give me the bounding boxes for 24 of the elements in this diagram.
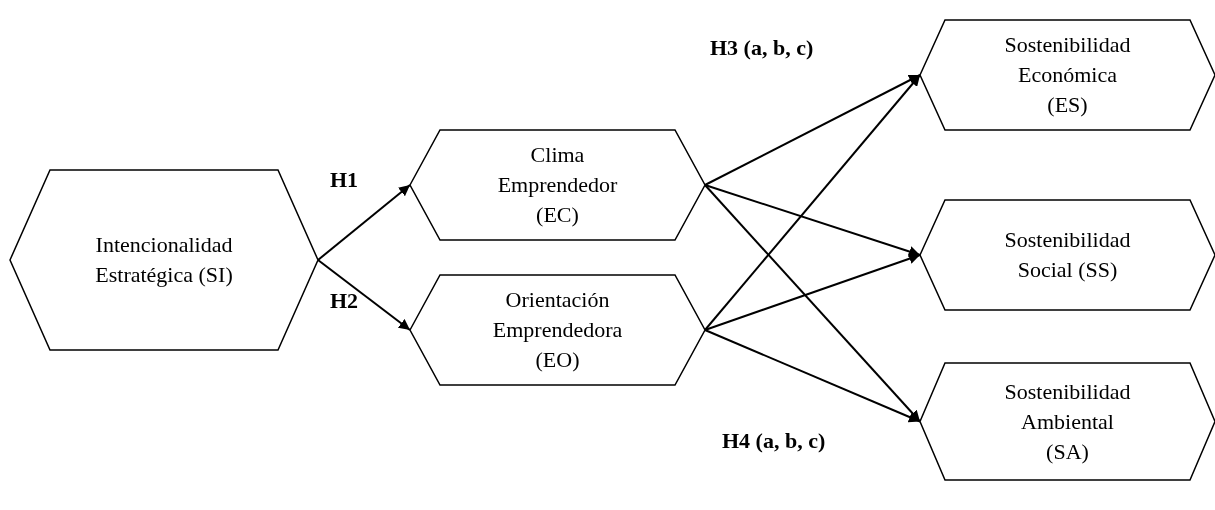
arrow — [704, 74, 921, 186]
hypothesis-label: H4 (a, b, c) — [722, 428, 826, 454]
arrow — [317, 259, 411, 331]
arrow — [704, 329, 921, 423]
edge-label: H1 — [330, 167, 359, 193]
hexagon-node — [920, 200, 1215, 310]
edge-label: H2 — [330, 288, 359, 314]
hexagon-node — [410, 130, 705, 240]
hexagon-node — [10, 170, 318, 350]
node-label: Orientación Emprendedora (EO) — [491, 286, 624, 374]
node-label: Sostenibilidad Ambiental (SA) — [1003, 377, 1132, 466]
node-label: Sostenibilidad Económica (ES) — [1003, 31, 1132, 119]
hexagon-node — [410, 275, 705, 385]
arrow — [704, 184, 921, 423]
arrow — [704, 253, 921, 331]
node-label: Clima Emprendedor (EC) — [496, 141, 619, 229]
hexagon-node — [920, 20, 1215, 130]
hypothesis-label: H3 (a, b, c) — [710, 35, 814, 61]
node-label: Sostenibilidad Social (SS) — [1003, 226, 1132, 284]
hexagon-node — [920, 363, 1215, 480]
arrow — [704, 74, 921, 331]
node-label: Intencionalidad Estratégica (SI) — [94, 231, 234, 289]
arrow — [704, 184, 921, 257]
arrow — [317, 184, 411, 261]
